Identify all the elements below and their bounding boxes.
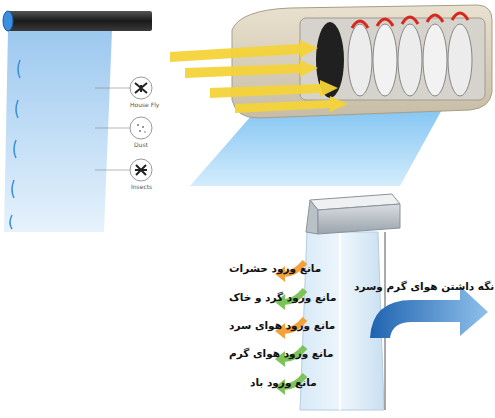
- intake-arrows: [170, 40, 348, 113]
- icon-label: Insects: [131, 183, 152, 190]
- intake-arrow: [185, 60, 318, 78]
- flow-line: [16, 100, 18, 118]
- fan-blade-ring: [398, 24, 422, 96]
- coil-loop: [352, 21, 368, 28]
- fan-blade-ring: [348, 24, 372, 96]
- insect-symbol: [135, 165, 147, 175]
- intake-arrow: [170, 40, 318, 62]
- heating-coil: [352, 13, 468, 28]
- pointer-line: [95, 128, 130, 129]
- dust-dot: [137, 124, 139, 126]
- dust-symbol: [137, 124, 146, 133]
- coil-loop: [427, 15, 443, 22]
- barrier-label: مانع ورود هوای گرم: [229, 347, 333, 359]
- intake-arrow: [235, 96, 348, 113]
- flow-line: [10, 215, 12, 229]
- unit-front: [318, 204, 400, 234]
- coil-loop: [452, 13, 468, 20]
- insect-icon: [130, 159, 152, 181]
- icon-label: Dust: [134, 141, 148, 148]
- air-stream-lines: [10, 60, 20, 229]
- curtain-unit: [6, 11, 152, 31]
- dust-icon: [130, 117, 152, 139]
- retain-label: نگه داشتن هوای گرم وسرد: [354, 280, 494, 292]
- coil-loop: [377, 19, 393, 26]
- air-stream: [4, 30, 112, 232]
- fan-blade-ring: [373, 24, 397, 96]
- unit-cap: [3, 11, 13, 31]
- unit-casing: [232, 5, 492, 118]
- barrier-label: مانع ورود هوای سرد: [229, 319, 335, 331]
- fly-icon: [130, 77, 152, 99]
- barrier-label: مانع ورود حشرات: [229, 262, 321, 274]
- coil-loop: [402, 17, 418, 24]
- retain-arrow: [370, 286, 488, 338]
- icon-label: House Fly: [130, 101, 159, 108]
- pointer-line: [95, 88, 130, 89]
- air-outflow: [190, 104, 445, 186]
- fan-blade-ring: [423, 24, 447, 96]
- fly-symbol: [135, 83, 147, 93]
- curtain-highlight: [339, 232, 341, 410]
- dust-dot: [139, 130, 141, 132]
- fan-blade-ring: [448, 24, 472, 96]
- barrier-label: مانع ورود گرد و خاک: [229, 291, 336, 303]
- fan-drum: [316, 22, 472, 98]
- intake-arrow: [210, 80, 338, 98]
- flow-line: [12, 180, 14, 198]
- dust-dot: [142, 126, 144, 128]
- flow-line: [18, 60, 20, 78]
- flow-line: [14, 140, 16, 158]
- unit-side: [306, 200, 318, 234]
- dust-dot: [144, 131, 146, 133]
- barrier-label: مانع ورود باد: [250, 376, 317, 388]
- pointer-line: [95, 170, 130, 171]
